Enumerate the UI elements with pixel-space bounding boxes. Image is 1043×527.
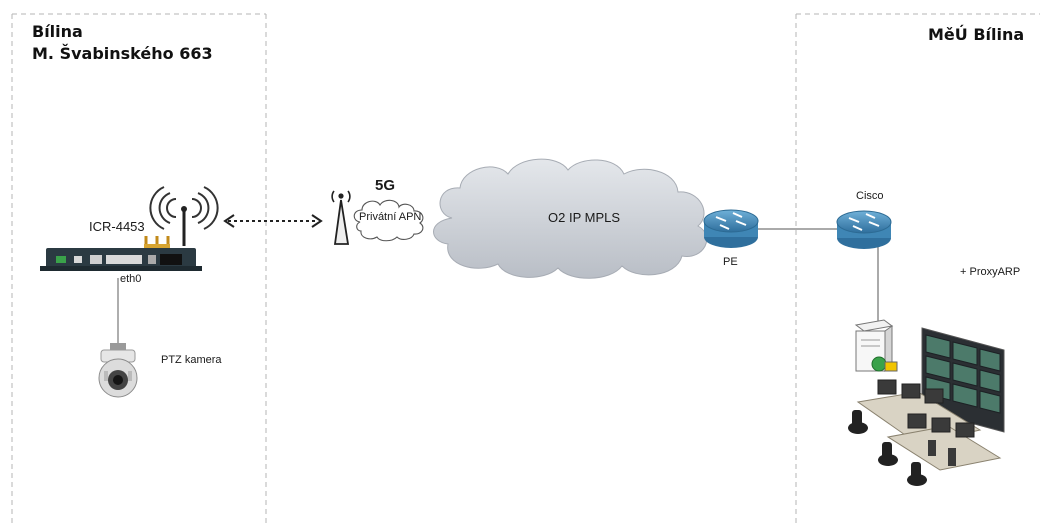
mpls-label: O2 IP MPLS	[548, 210, 621, 225]
mpls-cloud-icon	[433, 158, 708, 279]
wireless-link-arrow	[223, 214, 323, 228]
left-zone-border	[11, 13, 267, 527]
router-model-label: ICR-4453	[89, 219, 145, 234]
apn-label: Privátní APN	[359, 211, 422, 223]
server-icon	[854, 319, 898, 372]
apn-cloud-icon	[353, 199, 424, 242]
router-port-label: eth0	[120, 273, 142, 285]
tech-5g-label: 5G	[375, 177, 396, 194]
left-site-title-line1: Bílina	[32, 22, 83, 41]
ptz-camera-icon	[98, 343, 138, 398]
right-zone-border	[795, 13, 1040, 527]
cisco-router-icon	[836, 210, 892, 249]
pe-router-icon	[703, 209, 759, 248]
video-wall-icon	[921, 327, 1005, 433]
proxyarp-label: + ProxyARP	[960, 266, 1021, 278]
wireless-signal-icon	[149, 186, 219, 230]
right-site-title: MěÚ Bílina	[928, 25, 1025, 44]
left-site-title-line2: M. Švabinského 663	[32, 44, 213, 63]
cell-tower-icon	[331, 190, 351, 245]
pe-label: PE	[723, 256, 738, 268]
operator-desks-icon	[848, 379, 1002, 486]
camera-label: PTZ kamera	[161, 354, 222, 366]
cisco-label: Cisco	[856, 190, 884, 202]
cellular-router-icon	[40, 206, 202, 271]
